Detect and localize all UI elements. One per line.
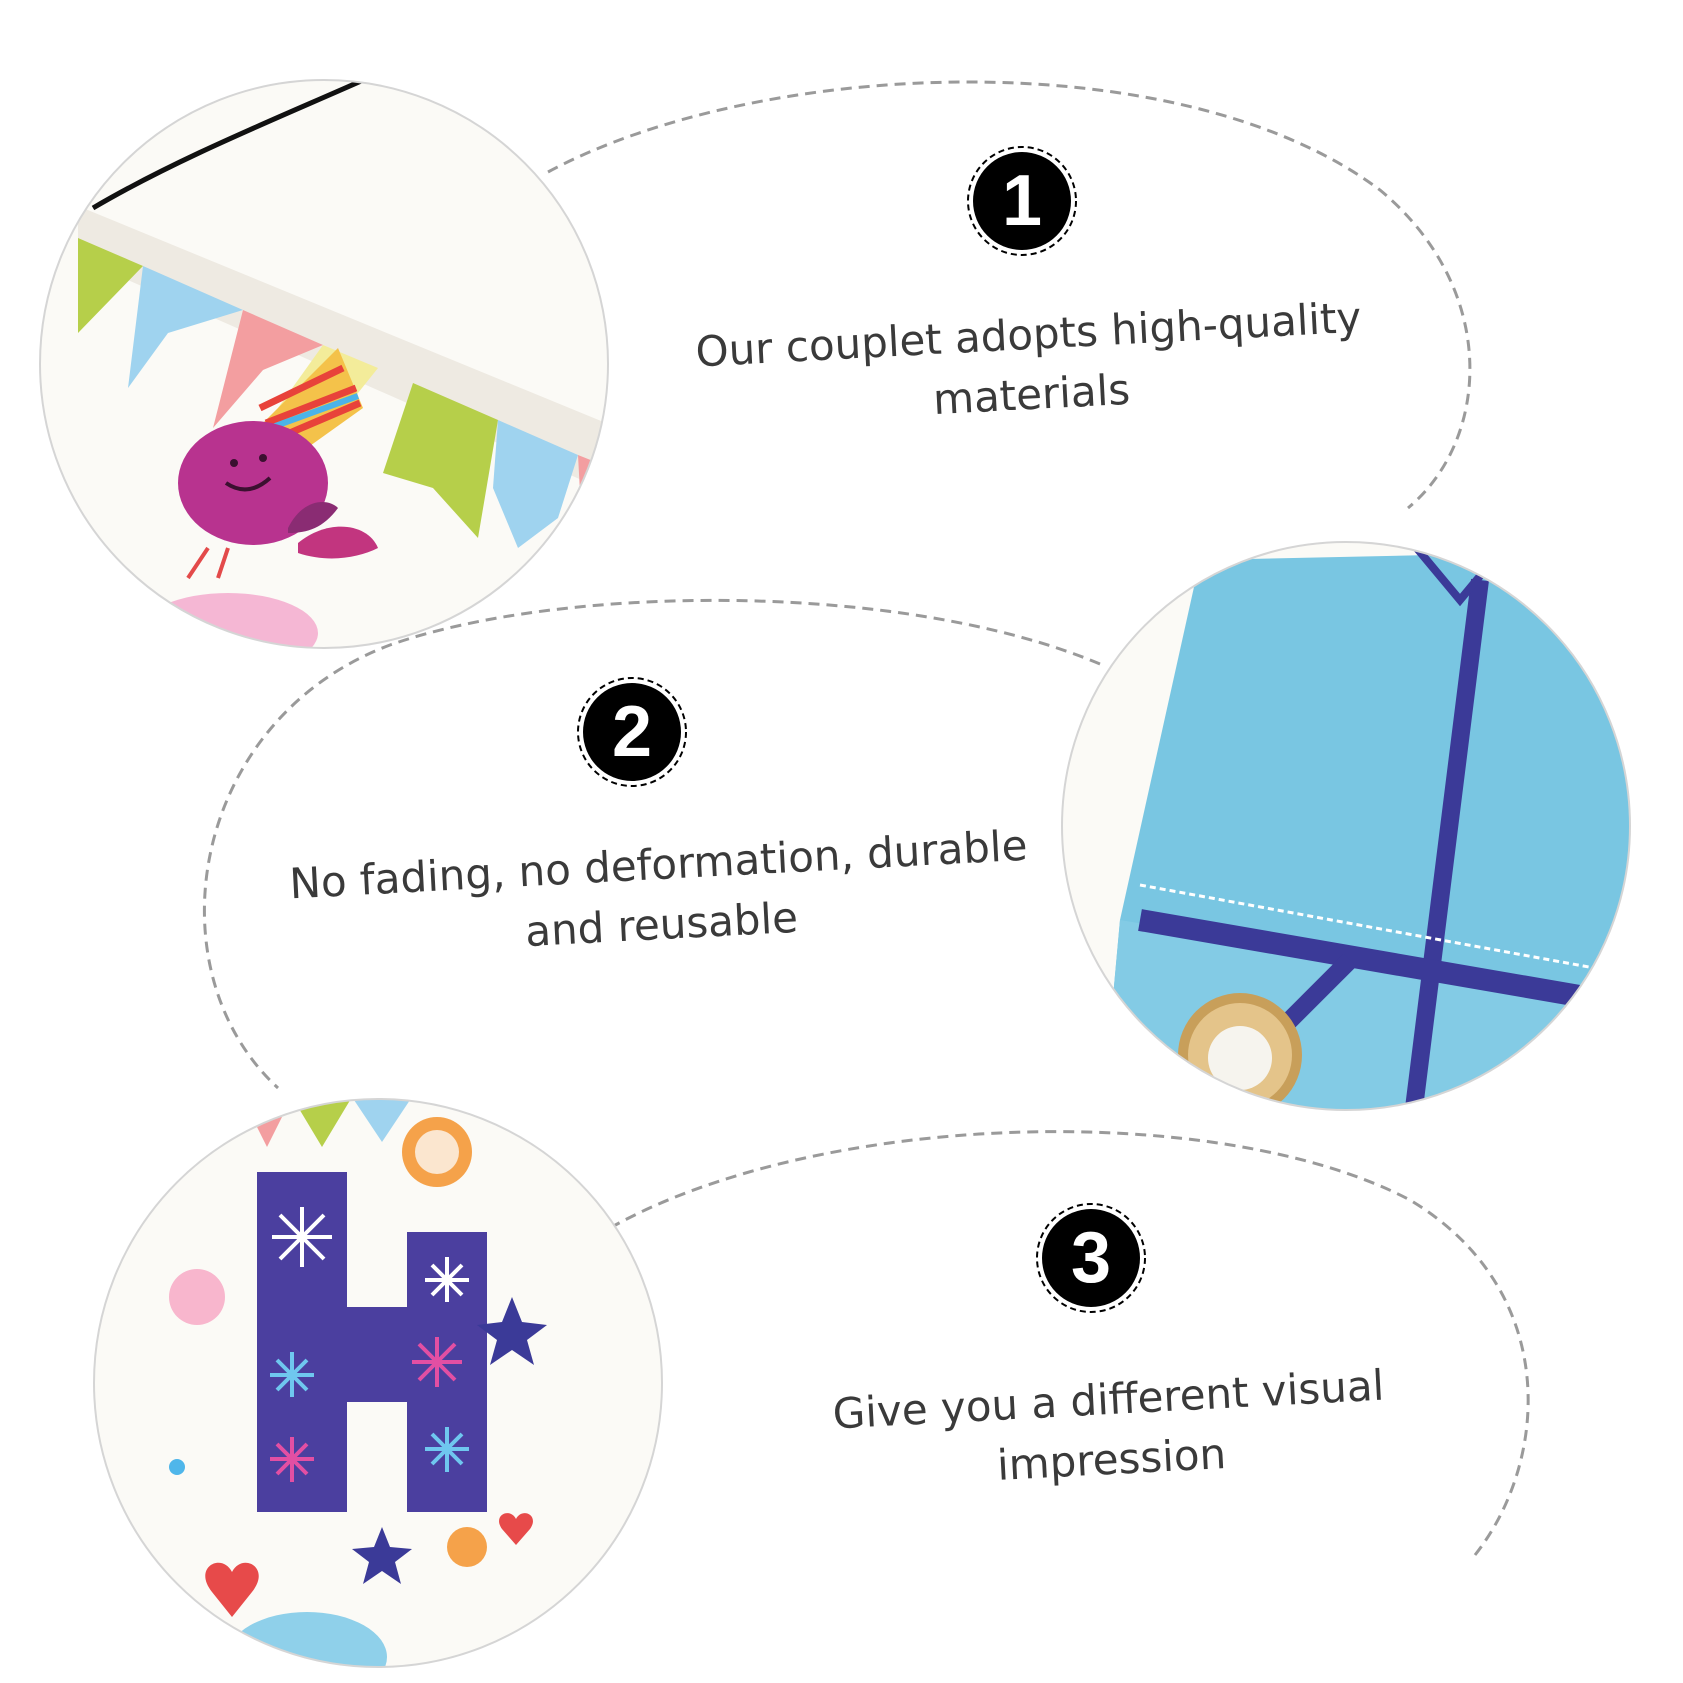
- heart-red: [205, 1562, 259, 1617]
- badge-circle-icon: [967, 146, 1077, 256]
- flag-green-2: [383, 383, 498, 538]
- badge-number: 2: [611, 692, 653, 772]
- dashed-oval-1: [547, 80, 1472, 510]
- letter-h: [257, 1172, 487, 1512]
- dot-orange: [447, 1527, 487, 1567]
- flag-pink-2: [578, 455, 608, 548]
- flag-blue: [128, 266, 243, 388]
- badge-number: 3: [1070, 1218, 1112, 1298]
- star-white: [272, 1207, 332, 1267]
- purple-letter-h-with-stars-closeup: [93, 1098, 663, 1668]
- star-navy-2: [352, 1527, 412, 1584]
- bird-feet: [186, 546, 230, 580]
- star-pink: [412, 1337, 462, 1387]
- number-badge-1: 1: [966, 145, 1078, 257]
- bird-eye-right: [259, 454, 267, 462]
- badge-circle-icon: [577, 677, 687, 787]
- navy-stripe-vertical: [1401, 578, 1489, 1110]
- flag-small-2: [292, 1099, 352, 1147]
- bird-orange-face: [415, 1130, 459, 1174]
- flower-pink: [169, 1269, 225, 1325]
- seam-stitch: [1139, 883, 1630, 982]
- heart-red-2: [499, 1513, 533, 1545]
- bird-smile: [224, 476, 272, 492]
- grommet-hole: [1208, 1026, 1272, 1090]
- flag-pink: [213, 310, 323, 428]
- number-badge-2: 2: [576, 676, 688, 788]
- number-badge-3: 3: [1035, 1202, 1147, 1314]
- bird-wing-2: [288, 502, 338, 533]
- party-hat-stripes-blue: [268, 393, 360, 431]
- dot-blue: [169, 1459, 185, 1475]
- badge-circle-icon: [1036, 1203, 1146, 1313]
- blue-banner-with-metal-grommet-closeup: [1061, 541, 1631, 1111]
- bird-wing: [298, 526, 378, 559]
- star-navy: [477, 1297, 547, 1365]
- star-blue-2: [425, 1427, 469, 1472]
- badge-number: 1: [1001, 161, 1043, 241]
- dashed-oval-3: [609, 1130, 1530, 1556]
- star-blue: [270, 1352, 314, 1397]
- bird-body: [178, 421, 328, 545]
- flag-green: [78, 238, 143, 333]
- flag-small-3: [352, 1099, 412, 1142]
- star-pink-2: [270, 1437, 314, 1482]
- bunting-flags-and-bird-closeup: [39, 79, 609, 649]
- bird-eye-left: [230, 459, 238, 467]
- dashed-oval-2: [202, 598, 1101, 1090]
- string-line: [91, 80, 370, 211]
- star-white-2: [425, 1257, 469, 1302]
- flag-blue-2: [493, 420, 578, 548]
